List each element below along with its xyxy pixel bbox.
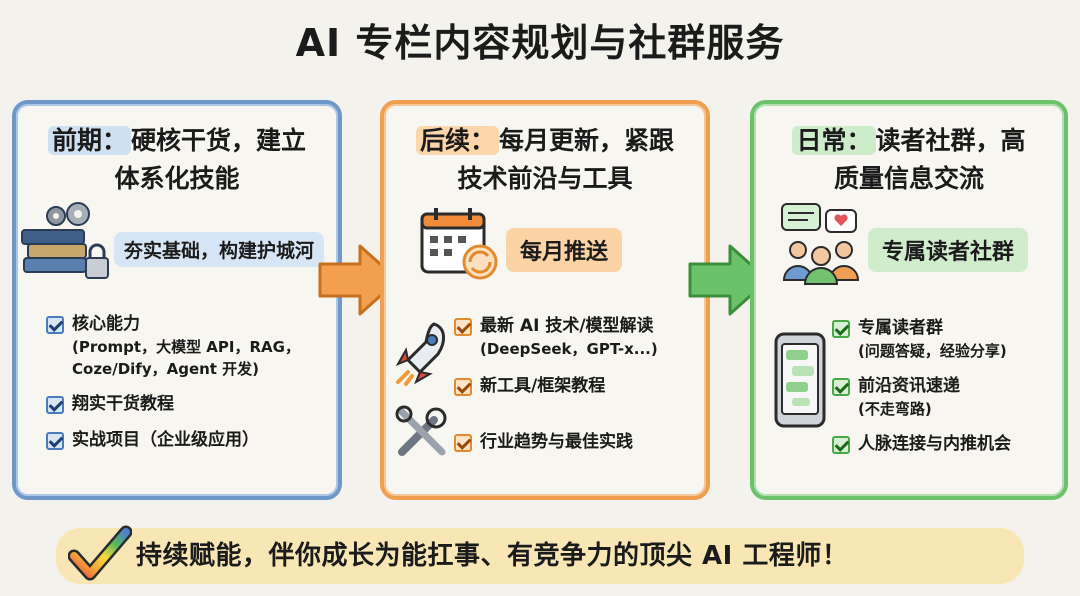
heading-text: 每月更新，紧跟 — [499, 126, 675, 155]
list-item: 行业趋势与最佳实践 — [454, 430, 704, 454]
checkbox-icon — [46, 432, 64, 450]
callout-label: 夯实基础，构建护城河 — [114, 232, 325, 267]
calendar-refresh-icon — [420, 208, 498, 280]
item-subtext: (问题答疑，经验分享) — [858, 342, 1007, 360]
community-chat-icon — [781, 203, 860, 285]
phone-chat-icon — [774, 332, 826, 428]
heading-text: 硬核干货，建立 — [131, 126, 307, 155]
bottom-banner: 持续赋能，伴你成长为能扛事、有竞争力的顶尖 AI 工程师！ — [56, 525, 1024, 584]
item-subtext: (DeepSeek，GPT-x...) — [480, 340, 658, 358]
list-item: 新工具/框架教程 — [454, 374, 704, 398]
callout-label: 专属读者社群 — [868, 228, 1029, 272]
item-subtext: Coze/Dify，Agent 开发) — [72, 360, 260, 378]
heading-line2: 技术前沿与工具 — [457, 164, 633, 193]
list-item: 实战项目（企业级应用） — [46, 428, 336, 452]
item-text: 核心能力 — [72, 314, 140, 334]
heading-text: 读者社群，高 — [875, 126, 1026, 155]
checkbox-icon — [832, 320, 850, 338]
item-list: 专属读者群 (问题答疑，经验分享) 前沿资讯速递 (不走弯路) 人脉连接与内推机… — [832, 316, 1066, 468]
rocket-icon — [395, 322, 445, 386]
item-text: 专属读者群 — [858, 318, 943, 338]
page-title: AI 专栏内容规划与社群服务 — [295, 21, 785, 65]
list-item: 最新 AI 技术/模型解读 (DeepSeek，GPT-x...) — [454, 314, 704, 360]
item-text: 翔实干货教程 — [72, 394, 174, 414]
panel-heading: 后续：每月更新，紧跟 技术前沿与工具 — [384, 122, 706, 198]
orange-arrow-icon — [318, 244, 400, 316]
checkbox-icon — [832, 436, 850, 454]
heading-line2: 质量信息交流 — [833, 164, 984, 193]
books-gears-lock-icon — [21, 202, 109, 279]
green-arrow-icon — [688, 244, 770, 316]
banner-text: 持续赋能，伴你成长为能扛事、有竞争力的顶尖 AI 工程师！ — [136, 541, 849, 571]
panel-heading: 前期：硬核干货，建立 体系化技能 — [16, 122, 338, 198]
heading-line2: 体系化技能 — [114, 164, 240, 193]
item-text: 人脉连接与内推机会 — [858, 434, 1011, 454]
panel-daily: 日常：读者社群，高 质量信息交流 专属读者社群 专属读者群 (问题答疑，经验分享… — [750, 100, 1068, 500]
checkbox-icon — [454, 378, 472, 396]
rainbow-check-icon — [68, 525, 132, 581]
list-item: 专属读者群 (问题答疑，经验分享) — [832, 316, 1066, 362]
list-item: 翔实干货教程 — [46, 392, 336, 416]
heading-prefix: 日常： — [792, 126, 876, 155]
item-list: 核心能力 (Prompt，大模型 API，RAG， Coze/Dify，Agen… — [46, 312, 336, 464]
item-text: 实战项目（企业级应用） — [72, 430, 259, 450]
item-subtext: (Prompt，大模型 API，RAG， — [72, 338, 300, 356]
checkbox-icon — [454, 318, 472, 336]
checkbox-icon — [46, 396, 64, 414]
checkbox-icon — [46, 316, 64, 334]
panel-follow-up: 后续：每月更新，紧跟 技术前沿与工具 每月推送 最新 AI 技术/模型解读 — [380, 100, 710, 500]
item-text: 新工具/框架教程 — [480, 376, 606, 396]
checkbox-icon — [832, 378, 850, 396]
callout-label: 每月推送 — [506, 228, 623, 272]
list-item: 前沿资讯速递 (不走弯路) — [832, 374, 1066, 420]
item-text: 前沿资讯速递 — [858, 376, 960, 396]
panel-heading: 日常：读者社群，高 质量信息交流 — [754, 122, 1064, 198]
list-item: 核心能力 (Prompt，大模型 API，RAG， Coze/Dify，Agen… — [46, 312, 336, 380]
checkbox-icon — [454, 434, 472, 452]
item-text: 最新 AI 技术/模型解读 — [480, 316, 654, 336]
panel-early-stage: 前期：硬核干货，建立 体系化技能 夯实基础，构建护城河 核心能力 (Prompt… — [12, 100, 342, 500]
item-list: 最新 AI 技术/模型解读 (DeepSeek，GPT-x...) 新工具/框架… — [454, 314, 704, 466]
item-text: 行业趋势与最佳实践 — [480, 432, 633, 452]
heading-prefix: 前期： — [47, 126, 131, 155]
list-item: 人脉连接与内推机会 — [832, 432, 1066, 456]
heading-prefix: 后续： — [415, 126, 499, 155]
item-subtext: (不走弯路) — [858, 400, 932, 418]
wrench-icon — [395, 405, 447, 456]
